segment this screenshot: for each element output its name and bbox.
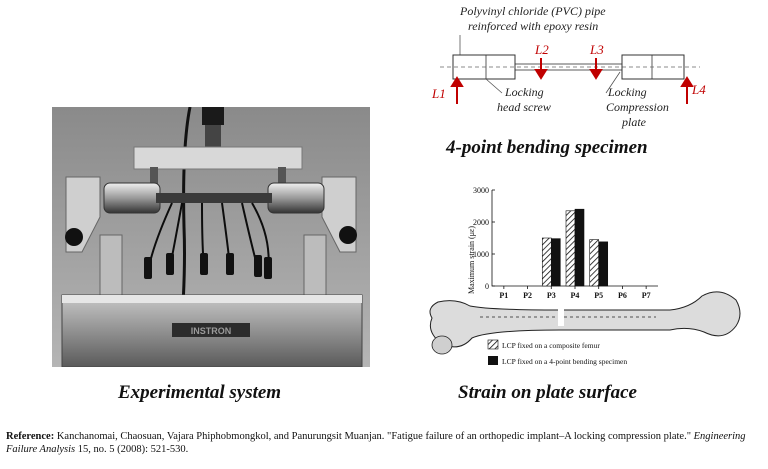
machine-brand-label: INSTRON <box>191 326 232 336</box>
reference-authors: Kanchanomai, Chaosuan, Vajara Phiphobmon… <box>54 431 694 442</box>
four-point-bending-diagram: Polyvinyl chloride (PVC) pipe reinforced… <box>431 4 706 129</box>
legend-4pt-specimen: LCP fixed on a 4-point bending specimen <box>502 357 627 366</box>
reference-citation: Reference: Kanchanomai, Chaosuan, Vajara… <box>6 430 758 456</box>
y-tick-label: 0 <box>485 282 489 291</box>
load-label-l1: L1 <box>431 86 446 101</box>
position-label-p7: P7 <box>642 291 651 300</box>
legend-swatch-4pt <box>488 356 498 365</box>
reference-details: 15, no. 5 (2008): 521-530. <box>75 444 189 455</box>
strain-chart: Maximum strain (με) 0 1000 2000 3000 P1 P2 P3… <box>429 186 741 366</box>
position-label-p4: P4 <box>571 291 580 300</box>
pvc-pipe-label-1: Polyvinyl chloride (PVC) pipe <box>459 4 606 18</box>
caption-strain-surface: Strain on plate surface <box>458 382 637 403</box>
screw-label-1: Locking <box>504 85 544 99</box>
bar-p3-composite <box>541 237 552 287</box>
plate-label-3: plate <box>621 115 647 129</box>
bar-p4-composite <box>565 210 576 287</box>
reference-journal: Engineering Failure Analysis <box>6 431 746 455</box>
pvc-pipe-label-2: reinforced with epoxy resin <box>468 19 598 33</box>
position-label-p6: P6 <box>618 291 627 300</box>
position-label-p5: P5 <box>594 291 603 300</box>
load-label-l4: L4 <box>691 82 706 97</box>
bar-p5-composite <box>589 239 600 287</box>
bar-p3-specimen <box>550 238 561 287</box>
caption-experimental-system: Experimental system <box>118 382 282 403</box>
position-label-p2: P2 <box>523 291 532 300</box>
position-label-p3: P3 <box>547 291 556 300</box>
experimental-system-photo: INSTRON <box>52 107 370 367</box>
y-tick-label: 1000 <box>473 250 489 259</box>
plate-label-1: Locking <box>607 85 647 99</box>
y-tick-label: 3000 <box>473 186 489 195</box>
position-label-p1: P1 <box>499 291 508 300</box>
y-axis-label: Maximum strain (με) <box>467 226 476 294</box>
load-label-l2: L2 <box>534 42 549 57</box>
caption-4-point-bending: 4-point bending specimen <box>446 137 648 158</box>
bar-p5-specimen <box>598 241 609 287</box>
load-label-l3: L3 <box>589 42 604 57</box>
legend-swatch-composite <box>487 339 499 350</box>
y-tick-label: 2000 <box>473 218 489 227</box>
bar-p4-specimen <box>574 208 585 287</box>
plate-label-2: Compression <box>606 100 669 114</box>
legend-composite-femur: LCP fixed on a composite femur <box>502 341 600 350</box>
reference-label: Reference: <box>6 431 55 442</box>
screw-label-2: head screw <box>497 100 551 114</box>
